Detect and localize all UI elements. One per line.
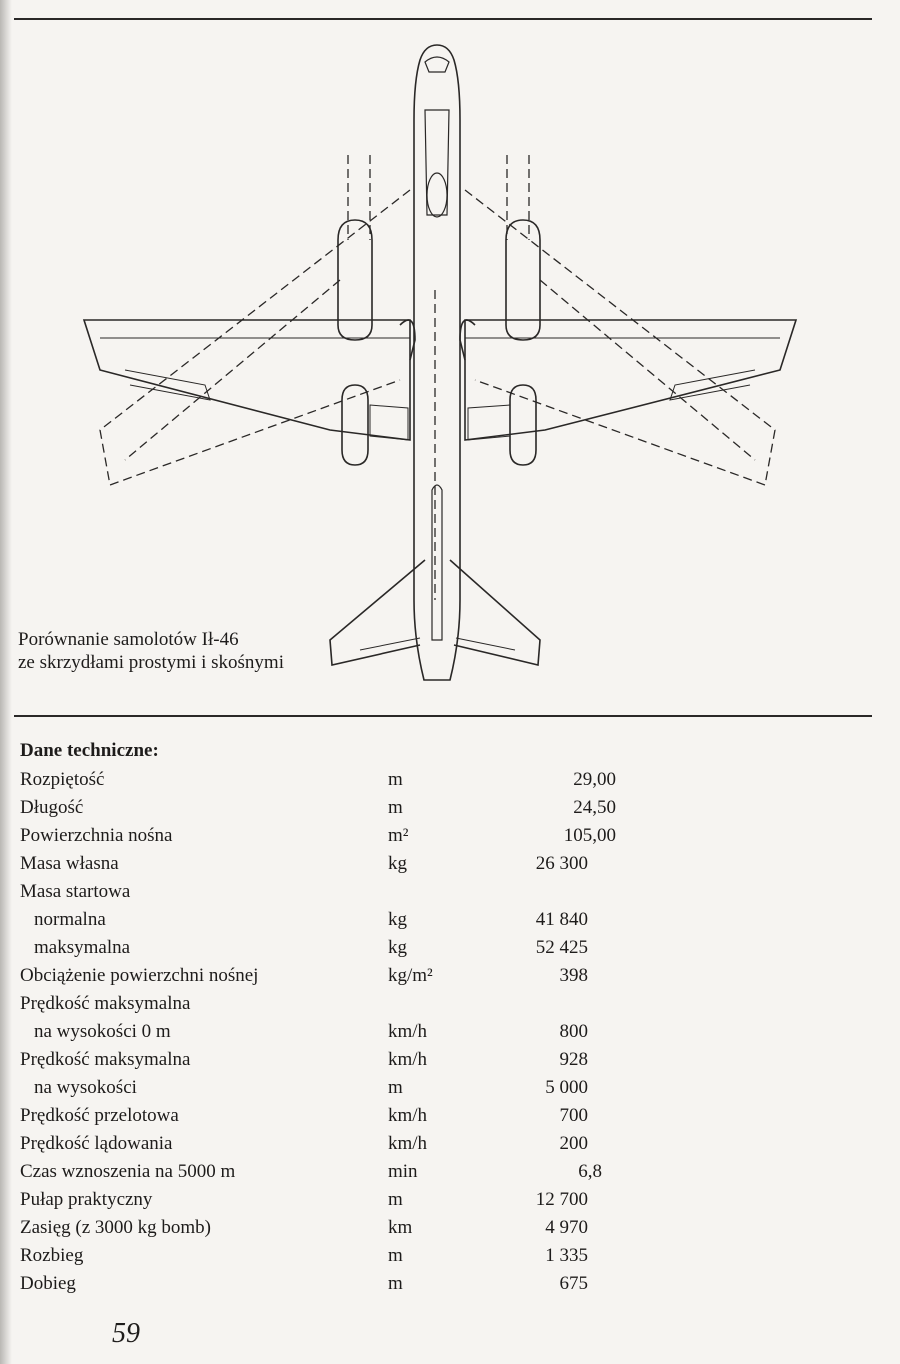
spec-unit: m² [388, 825, 409, 846]
spec-unit: m [388, 1077, 403, 1098]
spec-row: Rozpiętość m 29,00 [0, 766, 900, 794]
spec-row: Długość m 24,50 [0, 794, 900, 822]
spec-unit: m [388, 769, 403, 790]
spec-row: Rozbieg m 1 335 [0, 1242, 900, 1270]
straight-wing-outline [82, 319, 798, 441]
spec-label: na wysokości 0 m [34, 1021, 171, 1042]
spec-row: Zasięg (z 3000 kg bomb) km 4 970 [0, 1214, 900, 1242]
spec-label: Zasięg (z 3000 kg bomb) [20, 1217, 212, 1238]
spec-unit: m [388, 1189, 403, 1210]
spec-unit: min [388, 1161, 418, 1182]
spec-unit: kg [388, 909, 407, 930]
spec-unit: kg [388, 853, 407, 874]
spec-label: Masa własna [20, 853, 119, 874]
spec-label: Powierzchnia nośna [20, 825, 173, 846]
aircraft-planform-drawing-icon [82, 44, 798, 681]
spec-unit: km/h [388, 1133, 428, 1154]
spec-row: Powierzchnia nośna m² 105,00 [0, 822, 900, 850]
spec-unit: km [388, 1217, 413, 1238]
spec-row: Prędkość lądowania km/h 200 [0, 1130, 900, 1158]
specs-title: Dane techniczne: [20, 740, 159, 761]
page-number: 59 [112, 1318, 140, 1349]
spec-value: 24,50 [573, 797, 616, 818]
spec-value: 6,8 [578, 1161, 602, 1182]
spec-row: Masa startowa [0, 878, 900, 906]
spec-unit: km/h [388, 1021, 428, 1042]
section-rule [14, 715, 872, 717]
spec-row: maksymalna kg 52 425 [0, 934, 900, 962]
swept-wing-outline [99, 155, 776, 600]
spec-row: na wysokości 0 m km/h 800 [0, 1018, 900, 1046]
spec-unit: km/h [388, 1049, 428, 1070]
spec-row: Obciążenie powierzchni nośnej kg/m² 398 [0, 962, 900, 990]
spec-label: Długość [20, 797, 84, 818]
fuselage-outline [413, 44, 461, 681]
spec-unit: kg [388, 937, 407, 958]
spec-unit: m [388, 1273, 403, 1294]
spec-row: Dobieg m 675 [0, 1270, 900, 1298]
spec-unit: km/h [388, 1105, 428, 1126]
engine-nacelles [337, 219, 541, 466]
spec-row: normalna kg 41 840 [0, 906, 900, 934]
spec-label: Masa startowa [20, 881, 131, 902]
spec-value: 41 840 [535, 909, 588, 930]
spec-label: Prędkość przelotowa [20, 1105, 179, 1126]
tailplane-outline [329, 559, 541, 666]
spec-label: Rozpiętość [20, 769, 105, 790]
spec-value: 200 [559, 1133, 589, 1154]
spec-value: 5 000 [545, 1077, 588, 1098]
spec-row: na wysokości m 5 000 [0, 1074, 900, 1102]
spec-label: Czas wznoszenia na 5000 m [20, 1161, 236, 1182]
spec-value: 12 700 [535, 1189, 588, 1210]
spec-value: 928 [559, 1049, 589, 1070]
spec-row: Prędkość maksymalna [0, 990, 900, 1018]
spec-label: maksymalna [34, 937, 131, 958]
spec-row: Prędkość maksymalna km/h 928 [0, 1046, 900, 1074]
spec-value: 52 425 [535, 937, 588, 958]
spec-value: 29,00 [573, 769, 616, 790]
spec-row: Pułap praktyczny m 12 700 [0, 1186, 900, 1214]
spec-label: Prędkość lądowania [20, 1133, 173, 1154]
spec-value: 4 970 [545, 1217, 588, 1238]
spec-label: Prędkość maksymalna [20, 1049, 191, 1070]
spec-row: Prędkość przelotowa km/h 700 [0, 1102, 900, 1130]
spec-value: 800 [559, 1021, 589, 1042]
page-edge-shadow [0, 0, 12, 1364]
top-rule [14, 18, 872, 20]
spec-row: Czas wznoszenia na 5000 m min 6,8 [0, 1158, 900, 1186]
spec-value: 675 [559, 1273, 589, 1294]
spec-label: Dobieg [20, 1273, 76, 1294]
figure-caption: Porównanie samolotów Ił-46 ze skrzydłami… [18, 628, 284, 674]
spec-value: 105,00 [563, 825, 616, 846]
spec-label: Pułap praktyczny [20, 1189, 153, 1210]
spec-row: Masa własna kg 26 300 [0, 850, 900, 878]
spec-value: 1 335 [545, 1245, 588, 1266]
spec-value: 700 [559, 1105, 589, 1126]
spec-value: 26 300 [535, 853, 588, 874]
spec-unit: m [388, 1245, 403, 1266]
caption-line-1: Porównanie samolotów Ił-46 [18, 629, 239, 650]
caption-line-2: ze skrzydłami prostymi i skośnymi [18, 652, 284, 673]
spec-unit: m [388, 797, 403, 818]
spec-label: Rozbieg [20, 1245, 84, 1266]
spec-value: 398 [559, 965, 589, 986]
spec-label: Obciążenie powierzchni nośnej [20, 965, 259, 986]
spec-label: normalna [34, 909, 106, 930]
spec-unit: kg/m² [388, 965, 433, 986]
spec-label: Prędkość maksymalna [20, 993, 191, 1014]
spec-label: na wysokości [34, 1077, 137, 1098]
